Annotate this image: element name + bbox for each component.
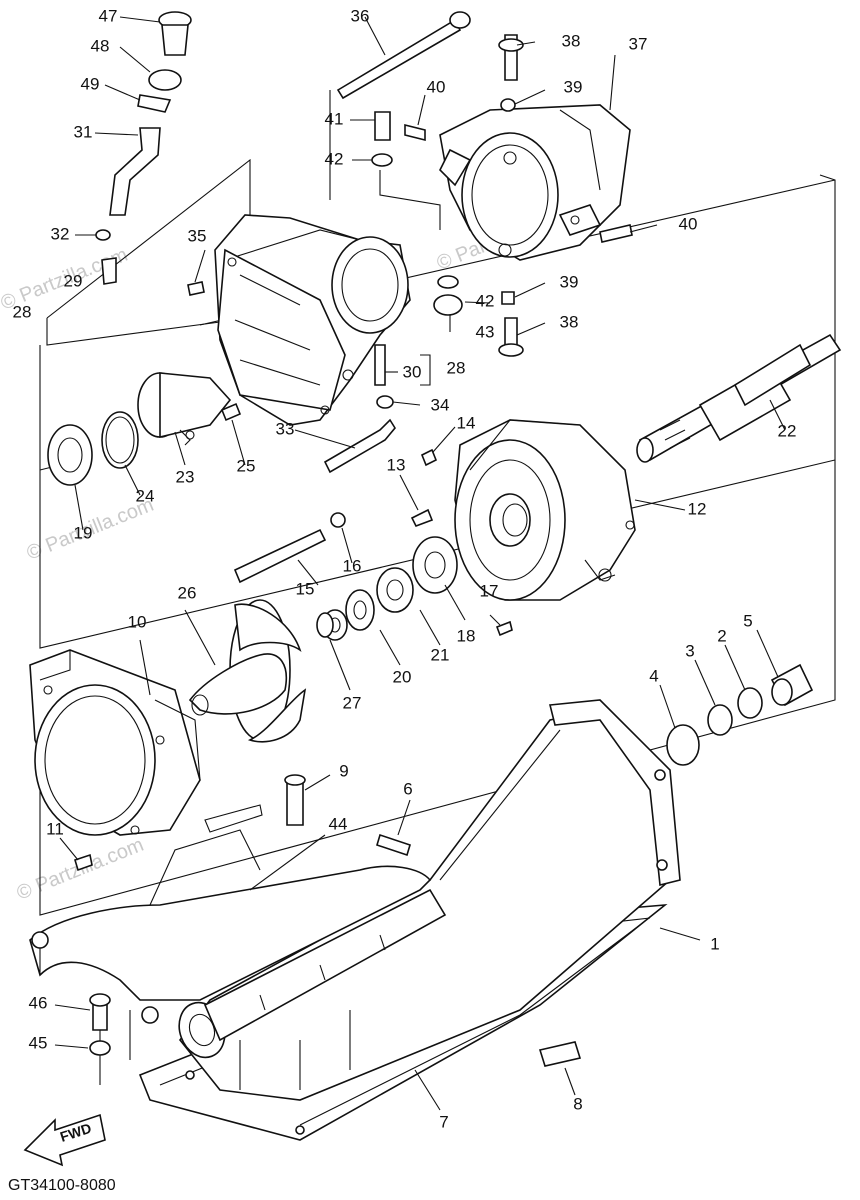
callout-37: 37 bbox=[629, 34, 648, 53]
callout-3: 3 bbox=[685, 641, 694, 660]
intake-housing bbox=[439, 104, 631, 261]
callout-1: 1 bbox=[710, 934, 719, 953]
leader-lines bbox=[54, 16, 786, 1111]
water-inlet-fitting bbox=[137, 372, 232, 446]
pump-duct bbox=[454, 419, 636, 601]
callout-49: 49 bbox=[81, 74, 100, 93]
callout-36: 36 bbox=[351, 6, 370, 25]
callout-44: 44 bbox=[329, 814, 348, 833]
callout-28: 28 bbox=[13, 302, 32, 321]
callout-16: 16 bbox=[343, 556, 362, 575]
callout-27: 27 bbox=[343, 693, 362, 712]
callout-35: 35 bbox=[188, 226, 207, 245]
callout-30: 30 bbox=[403, 362, 422, 381]
callout-45: 45 bbox=[29, 1033, 48, 1052]
callout-46: 46 bbox=[29, 993, 48, 1012]
callout-18: 18 bbox=[457, 626, 476, 645]
callout-9: 9 bbox=[339, 761, 348, 780]
callout-42b: 42 bbox=[476, 291, 495, 310]
seals-bearings bbox=[47, 411, 814, 766]
callout-34: 34 bbox=[431, 395, 450, 414]
fwd-arrow-icon: FWD bbox=[23, 1113, 106, 1167]
callout-28b: 28 bbox=[447, 358, 466, 377]
callout-29: 29 bbox=[64, 271, 83, 290]
callout-6: 6 bbox=[403, 779, 412, 798]
callout-40b: 40 bbox=[679, 214, 698, 233]
callout-39: 39 bbox=[564, 77, 583, 96]
callout-12: 12 bbox=[688, 499, 707, 518]
callout-7: 7 bbox=[439, 1112, 448, 1131]
callout-21: 21 bbox=[431, 645, 450, 664]
impeller bbox=[188, 599, 307, 743]
pump-housing-body bbox=[29, 699, 681, 1141]
nozzle-housing bbox=[29, 649, 201, 836]
callout-32: 32 bbox=[51, 224, 70, 243]
callout-41: 41 bbox=[325, 109, 344, 128]
callout-22: 22 bbox=[778, 421, 797, 440]
callout-38: 38 bbox=[562, 31, 581, 50]
callout-15: 15 bbox=[296, 579, 315, 598]
callout-24: 24 bbox=[136, 486, 155, 505]
diagram-code: GT34100-8080 bbox=[8, 1177, 116, 1194]
callout-8: 8 bbox=[573, 1094, 582, 1113]
callout-10: 10 bbox=[128, 612, 147, 631]
callout-23: 23 bbox=[176, 467, 195, 486]
callout-40: 40 bbox=[427, 77, 446, 96]
callout-2: 2 bbox=[717, 626, 726, 645]
callout-17: 17 bbox=[480, 581, 499, 600]
callout-42: 42 bbox=[325, 149, 344, 168]
callout-25: 25 bbox=[237, 456, 256, 475]
drive-shaft bbox=[636, 333, 842, 463]
callout-38b: 38 bbox=[560, 312, 579, 331]
callout-13: 13 bbox=[387, 455, 406, 474]
callout-19: 19 bbox=[74, 523, 93, 542]
callout-26: 26 bbox=[178, 583, 197, 602]
callout-48: 48 bbox=[91, 36, 110, 55]
small-parts bbox=[74, 11, 633, 1067]
callout-39b: 39 bbox=[560, 272, 579, 291]
callout-4: 4 bbox=[649, 666, 658, 685]
callout-31: 31 bbox=[74, 122, 93, 141]
upper-housing bbox=[214, 214, 411, 426]
callout-20: 20 bbox=[393, 667, 412, 686]
callout-14: 14 bbox=[457, 413, 476, 432]
callout-43: 43 bbox=[476, 322, 495, 341]
callout-5: 5 bbox=[743, 611, 752, 630]
callout-33: 33 bbox=[276, 419, 295, 438]
callout-47: 47 bbox=[99, 6, 118, 25]
callout-numbers: 1 2 3 4 5 6 7 8 9 10 11 12 13 14 15 16 1… bbox=[13, 6, 797, 1131]
callout-11: 11 bbox=[46, 819, 64, 838]
